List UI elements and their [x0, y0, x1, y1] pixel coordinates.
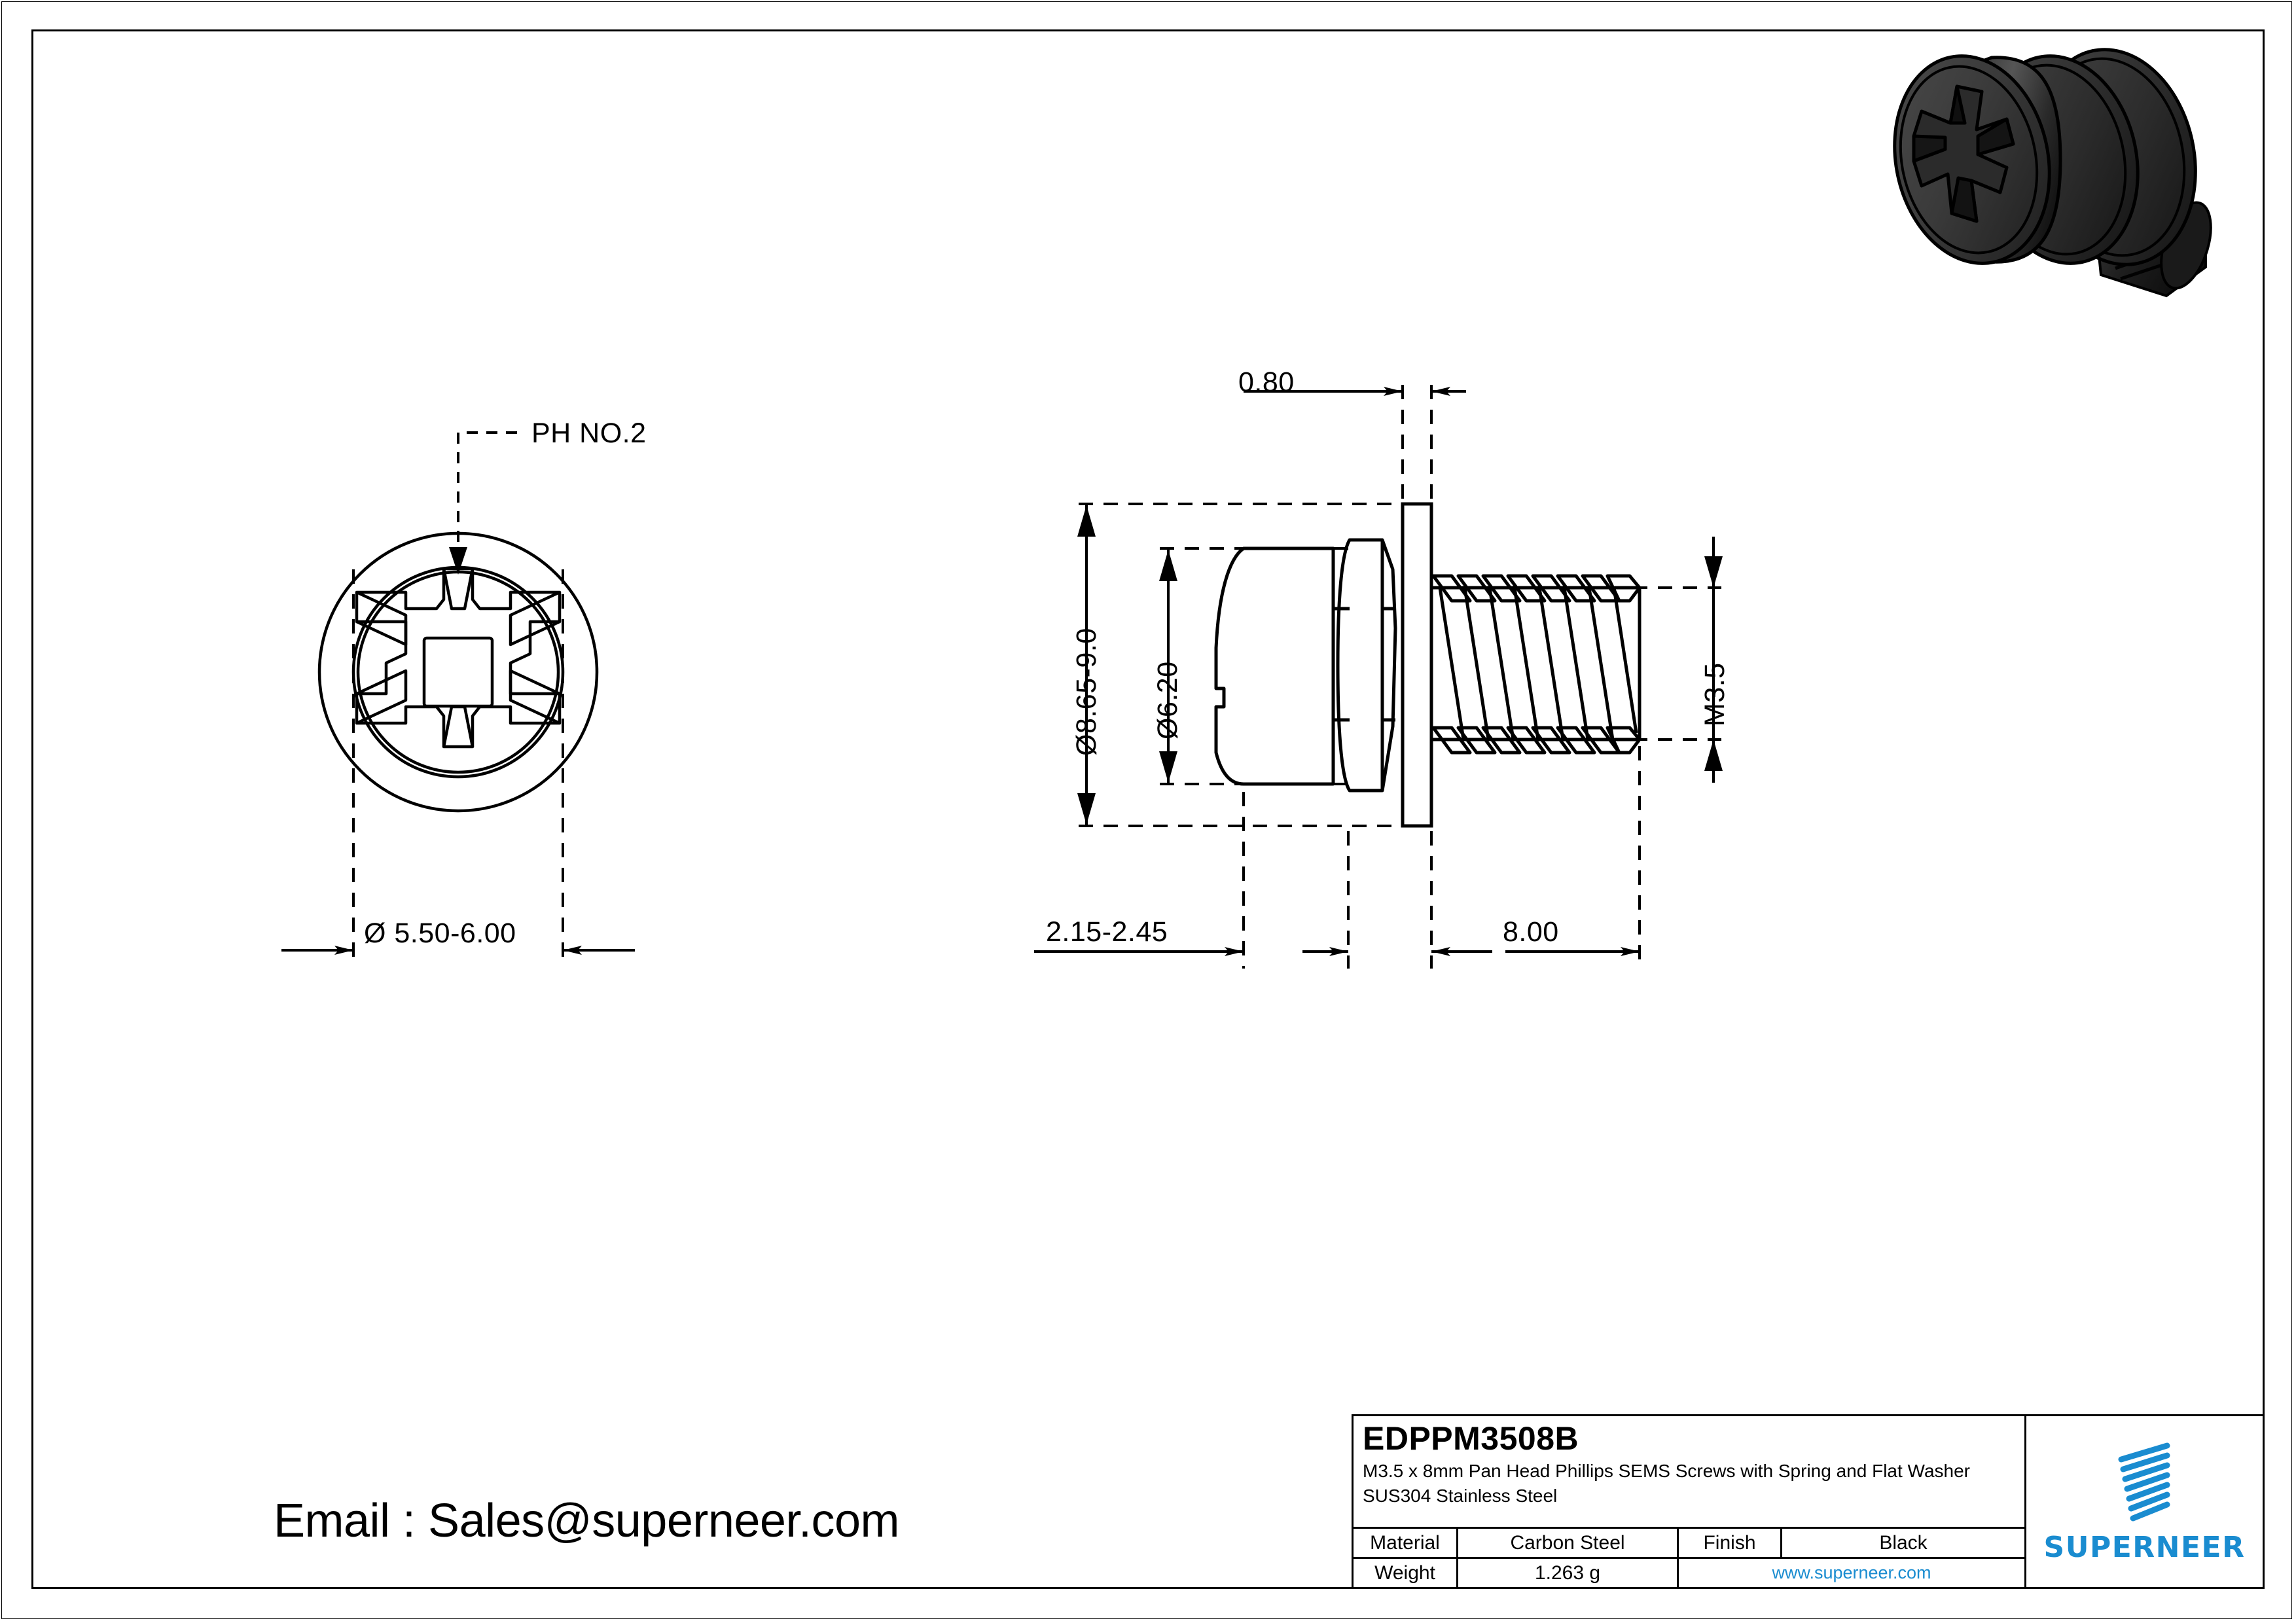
brand-name: SUPERNEER: [2043, 1531, 2246, 1564]
title-block-left: EDPPM3508B M3.5 x 8mm Pan Head Phillips …: [1354, 1416, 2026, 1587]
finish-label: Finish: [1679, 1529, 1782, 1557]
title-block: EDPPM3508B M3.5 x 8mm Pan Head Phillips …: [1352, 1414, 2265, 1589]
label-thread-length: 8.00: [1503, 916, 1559, 948]
label-ph-no2: PH NO.2: [531, 418, 647, 449]
part-number: EDPPM3508B: [1363, 1420, 1579, 1457]
website-link[interactable]: www.superneer.com: [1772, 1563, 1931, 1582]
weight-label: Weight: [1354, 1559, 1458, 1587]
drawing-frame-border: [31, 29, 2265, 1589]
brand-logo-panel: SUPERNEER: [2026, 1416, 2263, 1587]
label-washer-thickness: 0.80: [1238, 366, 1295, 398]
screw-3d-render: [1893, 48, 2212, 298]
part-description: M3.5 x 8mm Pan Head Phillips SEMS Screws…: [1363, 1461, 1970, 1506]
render-phillips-recess: [1912, 84, 2015, 223]
title-block-row-weight: Weight 1.263 g www.superneer.com: [1354, 1559, 2024, 1587]
label-head-diameter: Ø6.20: [1152, 661, 1183, 740]
label-front-diameter: Ø 5.50-6.00: [364, 918, 516, 949]
label-thread-size: M3.5: [1699, 662, 1731, 726]
title-block-row-material: Material Carbon Steel Finish Black: [1354, 1529, 2024, 1559]
label-head-height: 2.15-2.45: [1046, 916, 1168, 948]
material-label: Material: [1354, 1529, 1458, 1557]
finish-value: Black: [1879, 1531, 1928, 1554]
material-value: Carbon Steel: [1458, 1529, 1679, 1557]
label-head-outer-diameter: Ø8.65-9.0: [1071, 628, 1102, 756]
weight-value: 1.263 g: [1458, 1559, 1679, 1587]
title-block-description-cell: EDPPM3508B M3.5 x 8mm Pan Head Phillips …: [1354, 1416, 2024, 1529]
email-contact-label: Email : Sales@superneer.com: [274, 1495, 900, 1547]
superneer-logo-icon: [2118, 1442, 2170, 1522]
